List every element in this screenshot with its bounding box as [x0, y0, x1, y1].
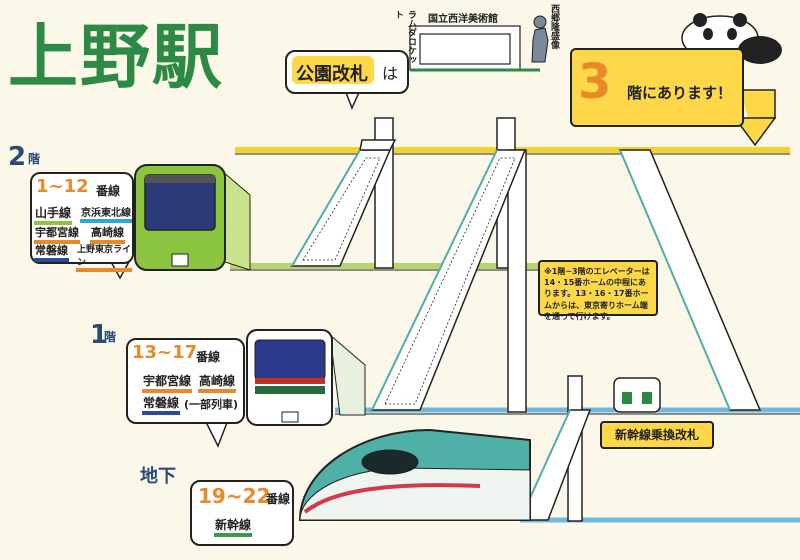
line-keihin-tohoku: 京浜東北線: [80, 204, 132, 223]
statue-label: 西郷隆盛像: [549, 4, 559, 49]
line-shinkansen: 新幹線: [214, 516, 253, 537]
line-takasaki-1f: 高崎線: [198, 372, 237, 393]
train-1f: [246, 329, 366, 426]
escalator-1f-3f-center: [370, 149, 527, 411]
station-title: 上野駅: [8, 16, 224, 98]
elevator-note: ※1階~3階のエレベーターは14・15番ホームの中程にあります。13・16・17…: [538, 260, 658, 321]
shinkansen-gate-machine: [613, 377, 661, 413]
line-ueno-tokyo: 上野東京ライン: [76, 242, 132, 272]
floor-2-number: 2: [8, 142, 27, 172]
train-2f: [134, 163, 251, 271]
line-yamanote: 山手線: [34, 204, 73, 225]
line-utsunomiya: 宇都宮線: [34, 224, 80, 244]
platform-1f-box: 13~17 番線 宇都宮線 高崎線 常磐線 (一部列車): [126, 338, 245, 424]
museum-building-sketch: [409, 25, 540, 72]
line-joban-1f: 常磐線: [142, 394, 181, 415]
floor-3-number: 3: [578, 54, 612, 110]
platform-2f-suffix: 番線: [96, 184, 121, 198]
platform-b1-suffix: 番線: [266, 492, 291, 506]
museum-label: 国立西洋美術館: [428, 14, 498, 25]
statue-sketch: [531, 15, 549, 63]
floor-2-suffix: 階: [28, 152, 41, 166]
line-joban: 常磐線: [34, 242, 69, 262]
arrow-to-3f: [733, 89, 777, 147]
park-gate-highlight: [292, 56, 374, 84]
platform-2f-tracks: 1~12: [36, 176, 89, 197]
partial-service-note: (一部列車): [184, 398, 239, 411]
park-gate-suffix: は: [382, 64, 399, 83]
line-utsunomiya-1f: 宇都宮線: [142, 372, 193, 393]
shinkansen-train: [298, 428, 531, 521]
floor-b1-label: 地下: [140, 466, 176, 487]
floor-1-suffix: 階: [104, 330, 117, 344]
platform-1f-tracks: 13~17: [132, 342, 198, 363]
platform-b1-tracks: 19~22: [198, 484, 271, 508]
park-gate-text: 公園改札: [296, 64, 368, 85]
floor-3-sign: [570, 48, 744, 127]
floor-1-number: 1: [90, 320, 109, 350]
line-takasaki: 高崎線: [90, 224, 125, 244]
platform-b1-box: 19~22 番線 新幹線: [190, 480, 294, 546]
platform-1f-suffix: 番線: [196, 350, 221, 364]
rocket-label: ラムダロケット: [393, 10, 416, 64]
floor-3-sign-text: 階にあります！: [627, 84, 733, 102]
platform-2f-box: 1~12 番線 山手線 京浜東北線 宇都宮線 高崎線 常磐線 上野東京ライン: [30, 172, 134, 272]
escalator-right: [618, 149, 762, 411]
escalator-2f-3f-left: [290, 139, 397, 267]
shinkansen-transfer-gate-label: 新幹線乗換改札: [600, 421, 714, 449]
